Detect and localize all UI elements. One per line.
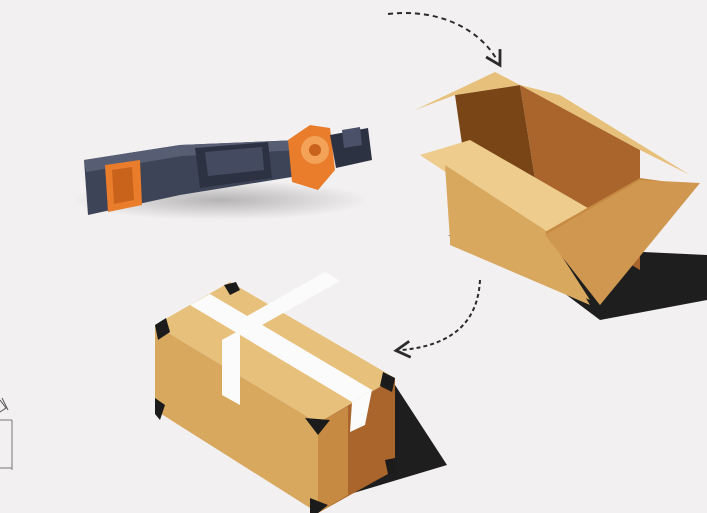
curved-arrow-icon bbox=[402, 280, 480, 350]
curved-arrow-icon bbox=[388, 13, 497, 60]
power-tool-illustration bbox=[70, 125, 372, 220]
open-box-illustration bbox=[415, 72, 707, 320]
measurement-marker-icon bbox=[0, 398, 12, 470]
sealed-box-illustration bbox=[155, 272, 447, 513]
